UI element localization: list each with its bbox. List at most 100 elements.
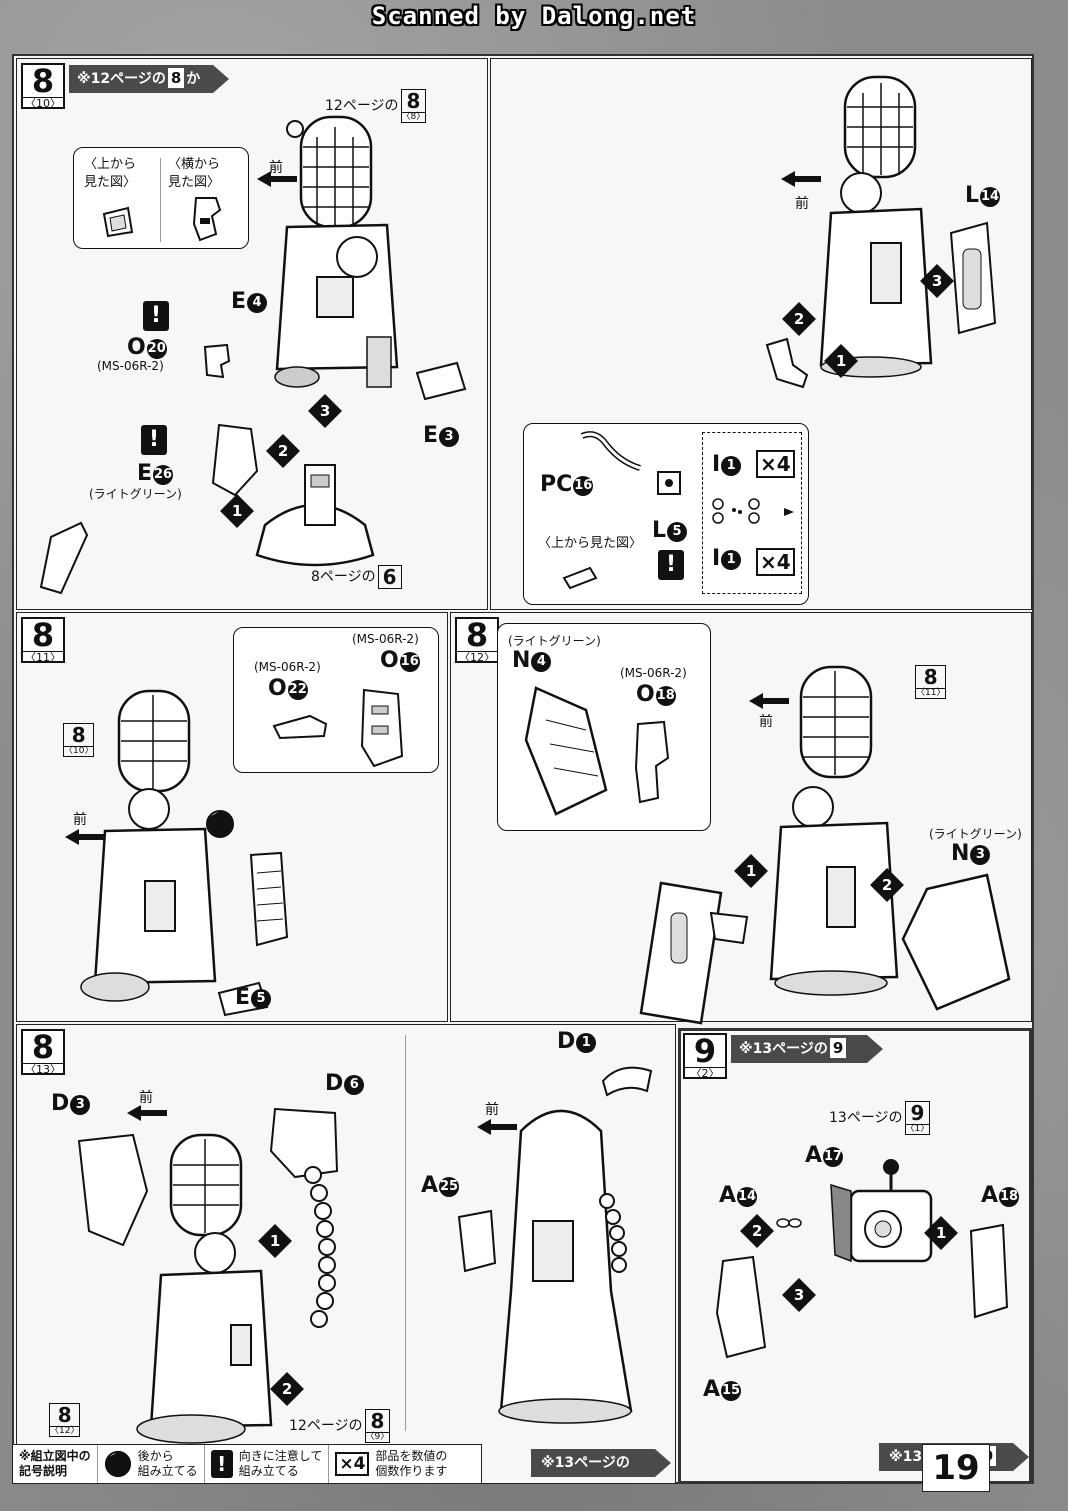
part-letter: I <box>712 452 721 477</box>
front-arrow-icon <box>127 1105 167 1121</box>
step-marker-text: 1 <box>231 502 243 520</box>
view-top-label: 〈上から見た図〉 <box>538 536 643 551</box>
page-reference-step: 8〈8〉 <box>400 89 427 123</box>
legend-item-text: 部品を数値の 個数作ります <box>375 1449 448 1478</box>
part-number: 5 <box>667 522 688 542</box>
step-badge: 8 〈12〉 <box>455 617 499 664</box>
detail-views-box: 〈上から 見た図〉 〈横から 見た図〉 <box>73 147 249 249</box>
multiplier-badge: ×4 <box>335 1452 370 1476</box>
part-letter: I <box>712 546 721 571</box>
legend-title: ※組立図中の 記号説明 <box>19 1449 91 1478</box>
step-marker-text: 2 <box>281 1380 293 1398</box>
part-l14-drawing <box>949 221 997 335</box>
part-number: 14 <box>737 1187 758 1207</box>
multiplier-badge-top: ×4 <box>756 450 795 478</box>
part-note-o22: (MS-06R-2) <box>254 660 321 674</box>
part-note-n4: (ライトグリーン) <box>508 634 601 648</box>
step-badge: 9 〈2〉 <box>683 1033 727 1080</box>
legend-item-text: 向きに注意して 組み立てる <box>238 1449 323 1478</box>
assembly-reference-step: 8〈11〉 <box>915 665 947 699</box>
part-letter: O <box>127 335 146 360</box>
front-label: 前 <box>73 812 87 828</box>
part-number: 6 <box>344 1075 365 1095</box>
ref-prefix: ※13ページの <box>739 1041 828 1057</box>
part-number: 1 <box>576 1033 597 1053</box>
part-number: 14 <box>980 187 1001 207</box>
part-note-e26: (ライトグリーン) <box>89 487 182 501</box>
build-later-icon <box>104 1450 131 1478</box>
mech-torso-drawing <box>819 75 933 378</box>
step-marker-text: 1 <box>269 1232 281 1250</box>
assembly-reference-step-sub: 〈11〉 <box>916 688 946 698</box>
step-marker-text: 1 <box>835 352 847 370</box>
front-arrow-icon <box>65 829 105 845</box>
step-marker-3: 3 <box>782 1278 816 1312</box>
part-number: 3 <box>70 1095 91 1115</box>
page-reference-step-number: 9 <box>910 1101 925 1125</box>
front-label: 前 <box>269 160 283 176</box>
part-letter: D <box>557 1029 576 1054</box>
front-arrow-icon <box>477 1119 517 1135</box>
assembly-reference: 8〈12〉 <box>47 1403 81 1437</box>
assembly-reference-step-number: 8 <box>923 665 938 689</box>
step-marker-text: 1 <box>745 862 757 880</box>
part-letter: A <box>981 1183 999 1208</box>
part-note-o20: (MS-06R-2) <box>97 359 164 373</box>
step-sub-number: 〈12〉 <box>457 651 497 664</box>
ref-step: 9 <box>830 1038 846 1058</box>
view-side-part-icon <box>192 197 222 242</box>
to-reference-bar: ※13ページの9へ <box>531 1449 671 1477</box>
part-number: 18 <box>999 1187 1020 1207</box>
legend-item-build-later: 後から 組み立てる <box>96 1445 204 1483</box>
step-marker-text: 3 <box>793 1286 805 1304</box>
front-arrow-icon <box>749 693 789 709</box>
part-a25-drawing <box>457 1209 497 1273</box>
page-reference-step-sub: 〈1〉 <box>905 1124 930 1134</box>
step-number: 8 <box>31 62 55 100</box>
side-panel-drawing <box>249 851 289 947</box>
part-e3-drawing <box>415 361 467 401</box>
part-n4-drawing <box>524 686 608 816</box>
shield-panel-drawing <box>639 881 749 1025</box>
part-o22-drawing <box>272 714 328 740</box>
legend-item-text: 後から 組み立てる <box>137 1449 198 1478</box>
part-letter: L <box>965 183 980 208</box>
assembly-reference: 8〈10〉 <box>61 723 95 757</box>
mech-torso-drawing <box>274 115 399 388</box>
part-note-o16: (MS-06R-2) <box>352 632 419 646</box>
view-top-label: 〈上から 見た図〉 <box>84 157 137 190</box>
step-sub-number: 〈13〉 <box>23 1063 63 1076</box>
part-letter: N <box>512 648 531 673</box>
part-letter: PC <box>540 472 573 497</box>
panel-divider <box>405 1035 406 1431</box>
part-number: 1 <box>721 550 742 570</box>
assembly-reference-step: 8〈12〉 <box>49 1403 81 1437</box>
part-letter: D <box>325 1071 344 1096</box>
part-letter: A <box>703 1377 721 1402</box>
view-top-part-icon <box>562 566 598 590</box>
step-sub-number: 〈10〉 <box>23 97 63 110</box>
part-letter: A <box>421 1173 439 1198</box>
front-label: 前 <box>139 1090 153 1106</box>
part-number: 20 <box>146 339 167 359</box>
part-letter: N <box>951 841 970 866</box>
part-note-n3: (ライトグリーン) <box>929 827 1022 841</box>
part-n3-drawing <box>901 873 1011 1011</box>
